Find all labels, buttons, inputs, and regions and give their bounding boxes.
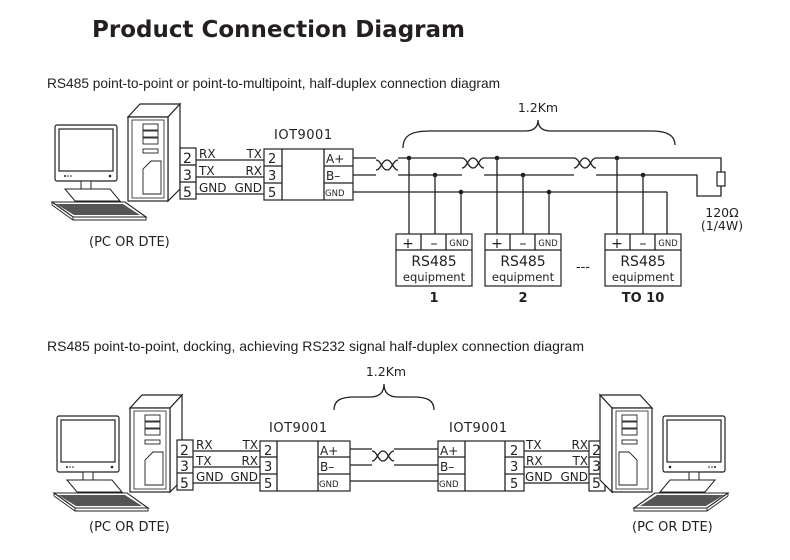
wire-label: GND: [560, 470, 588, 484]
pin-label: GND: [439, 480, 459, 490]
terminator-power: (1/4W): [701, 218, 743, 233]
computer-icon: [53, 394, 183, 512]
pin-label: 5: [180, 476, 189, 492]
pin-label: 3: [180, 459, 189, 475]
wire-label: TX: [525, 438, 542, 452]
equipment-sub: equipment: [612, 270, 675, 284]
pc-label: (PC OR DTE): [89, 520, 170, 535]
rs485-equipment: + – GND RS485 equipment TO 10: [604, 233, 682, 306]
equipment-index: 1: [429, 291, 438, 306]
diagram2: (PC OR DTE) 2 3 5 RX TX GND TX RX GND IO…: [53, 364, 729, 535]
wire-label: RX: [526, 454, 543, 468]
pin-label: 5: [264, 477, 272, 492]
rs485-equipment: + – GND RS485 equipment 1: [395, 233, 473, 306]
terminal-label: –: [431, 236, 438, 252]
pin-label: 3: [183, 168, 192, 184]
pc-label: (PC OR DTE): [89, 235, 170, 250]
equipment-sub: equipment: [403, 270, 466, 284]
distance-brace: [402, 119, 676, 149]
wire-label: TX: [245, 147, 262, 161]
computer-icon: [51, 103, 181, 221]
pin-label: 5: [592, 476, 601, 492]
rs485-bus: 1.2Km 120Ω (1/4W): [353, 100, 743, 233]
pin-label: GND: [319, 480, 339, 490]
distance-brace: [333, 383, 435, 411]
distance-label: 1.2Km: [366, 364, 406, 379]
pin-label: 3: [592, 459, 601, 475]
wire-label: RX: [196, 438, 213, 452]
wire-label: RX: [245, 164, 262, 178]
wire-label: GND: [199, 181, 227, 195]
pin-label: A+: [320, 444, 338, 458]
page-title: Product Connection Diagram: [92, 17, 465, 43]
pin-label: A+: [440, 444, 458, 458]
pin-label: B–: [440, 460, 454, 474]
rs485-equipment: + – GND RS485 equipment 2: [484, 233, 562, 306]
equipment-index: 2: [518, 291, 527, 306]
pin-label: 2: [264, 444, 272, 459]
pc-serial-connector: 2 3 5: [179, 147, 197, 201]
pin-label: 3: [268, 169, 276, 184]
terminal-label: –: [640, 236, 647, 252]
device-name: IOT9001: [269, 421, 328, 436]
ellipsis: ---: [576, 260, 590, 275]
iot9001-device: IOT9001 2 3 5 A+ B– GND: [263, 128, 354, 201]
pin-label: B–: [326, 169, 340, 183]
device-name: IOT9001: [449, 421, 508, 436]
device-name: IOT9001: [274, 128, 333, 143]
wire-label: TX: [241, 438, 258, 452]
equipment-sub: equipment: [492, 270, 555, 284]
terminal-label: –: [520, 236, 527, 252]
pin-label: 5: [268, 186, 276, 201]
diagram1: (PC OR DTE) 2 3 5 RX TX GND TX RX GND IO…: [51, 100, 743, 306]
wire-label: RX: [571, 438, 588, 452]
pin-label: 2: [180, 443, 189, 459]
drop-lines: [406, 155, 668, 234]
distance-label: 1.2Km: [518, 100, 558, 115]
pin-label: 2: [592, 443, 601, 459]
wire-label: RX: [241, 454, 258, 468]
terminal-label: +: [611, 236, 623, 252]
pc-serial-connector: 2 3 5: [176, 439, 194, 492]
pin-label: 3: [264, 460, 272, 475]
equipment-name: RS485: [620, 254, 665, 270]
terminal-label: GND: [658, 239, 678, 249]
wire-label: GND: [234, 181, 262, 195]
equipment-index: TO 10: [622, 291, 665, 306]
pc-label: (PC OR DTE): [632, 520, 713, 535]
pin-label: A+: [326, 152, 344, 166]
pin-label: 2: [183, 151, 192, 167]
wire-label: GND: [196, 470, 224, 484]
iot9001-device-left: IOT9001 2 3 5 A+ B– GND: [259, 421, 351, 492]
pin-label: 3: [510, 460, 518, 475]
terminator-resistor-icon: [716, 171, 726, 187]
pin-label: B–: [320, 460, 334, 474]
terminal-label: +: [402, 236, 414, 252]
wire-label: GND: [525, 470, 553, 484]
equipment-name: RS485: [411, 254, 456, 270]
wire-label: RX: [199, 147, 216, 161]
terminal-label: GND: [449, 239, 469, 249]
wire-label: GND: [230, 470, 258, 484]
pin-label: 2: [510, 444, 518, 459]
terminal-label: GND: [538, 239, 558, 249]
wire-label: TX: [198, 164, 215, 178]
computer-icon: [599, 394, 729, 512]
diagram1-caption: RS485 point-to-point or point-to-multipo…: [47, 75, 501, 91]
wire-label: TX: [195, 454, 212, 468]
pin-label: 5: [510, 477, 518, 492]
terminal-label: +: [491, 236, 503, 252]
wire-label: TX: [571, 454, 588, 468]
pin-label: 2: [268, 152, 276, 167]
pin-label: 5: [183, 185, 192, 201]
terminator-value: 120Ω: [705, 205, 739, 220]
pin-label: GND: [325, 189, 345, 199]
equipment-name: RS485: [500, 254, 545, 270]
iot9001-device-right: IOT9001 A+ B– GND 2 3 5: [437, 421, 525, 492]
diagram2-caption: RS485 point-to-point, docking, achieving…: [47, 338, 584, 354]
